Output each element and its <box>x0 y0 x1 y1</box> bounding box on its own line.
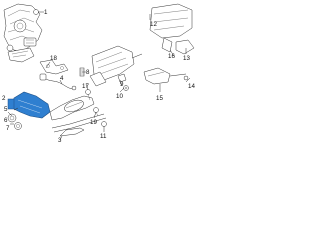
heat-shield-13 <box>175 39 195 55</box>
callout-leaders <box>7 11 191 141</box>
callout-labels: 1 2 3 4 5 6 7 8 9 10 11 12 13 14 15 16 1… <box>2 9 195 144</box>
exhaust-system-parts-diagram: 1 2 3 4 5 6 7 8 9 10 11 12 13 14 15 16 1… <box>0 0 200 147</box>
callout-14: 14 <box>188 83 195 90</box>
callout-1: 1 <box>44 9 48 16</box>
callout-9: 9 <box>120 81 124 88</box>
callout-5: 5 <box>4 106 8 113</box>
hanger-set-center <box>85 89 107 127</box>
diagram-canvas: 1 2 3 4 5 6 7 8 9 10 11 12 13 14 15 16 1… <box>2 3 195 144</box>
callout-11: 11 <box>100 133 107 140</box>
front-pipe-highlighted <box>7 91 51 119</box>
callout-18: 18 <box>50 55 57 62</box>
manifold-heat-shield <box>7 47 35 63</box>
rubber-hanger-10 <box>123 85 129 91</box>
callout-6: 6 <box>4 117 8 124</box>
callout-8: 8 <box>86 69 90 76</box>
callout-16: 16 <box>168 53 175 60</box>
oxygen-sensor-4 <box>39 73 77 91</box>
center-pipe-resonator <box>49 95 95 121</box>
callout-7: 7 <box>6 125 10 132</box>
callout-12: 12 <box>150 21 157 28</box>
rear-muffler <box>149 3 193 53</box>
flange-gasket-6 <box>7 113 17 123</box>
callout-19: 19 <box>90 119 97 126</box>
callout-13: 13 <box>183 55 190 62</box>
bracket-18 <box>39 59 69 75</box>
tail-pipe-15 <box>143 67 189 85</box>
tail-pipe-lower <box>51 113 107 137</box>
callout-15: 15 <box>156 95 163 102</box>
callout-10: 10 <box>116 93 123 100</box>
callout-4: 4 <box>60 75 64 82</box>
flange-gasket-7 <box>14 122 22 130</box>
engine-manifold-assembly <box>3 3 43 53</box>
main-muffler <box>89 45 143 87</box>
callout-17: 17 <box>82 83 89 90</box>
callout-3: 3 <box>58 137 62 144</box>
callout-2: 2 <box>2 95 6 102</box>
